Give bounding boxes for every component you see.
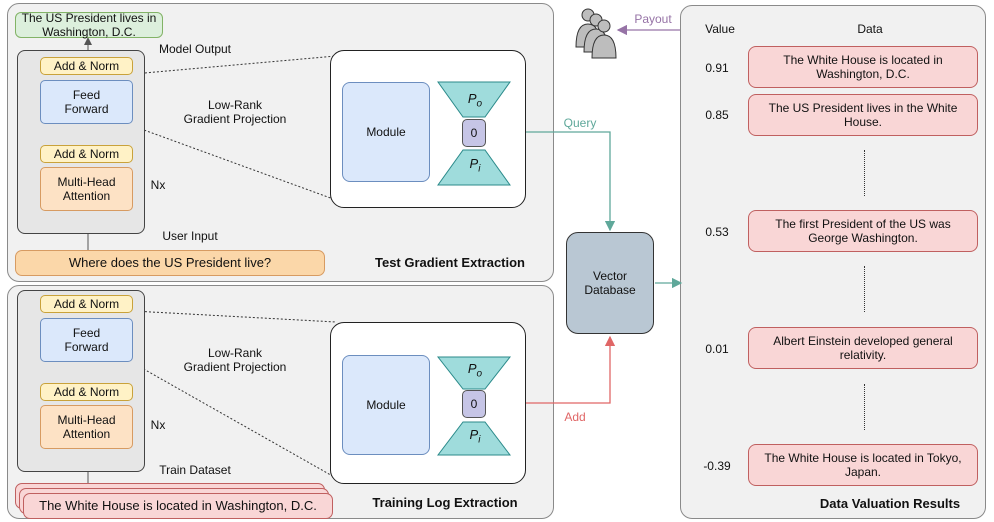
- train-dataset-label: Train Dataset: [159, 463, 231, 477]
- train-panel-title: Training Log Extraction: [372, 495, 518, 510]
- result-value: 0.53: [705, 225, 729, 239]
- test-po-label: Po: [467, 91, 483, 110]
- user-input-label: User Input: [162, 229, 218, 243]
- result-value: 0.01: [705, 342, 729, 356]
- data-header: Data: [857, 22, 883, 36]
- ellipsis-dots: [864, 150, 869, 196]
- train-projection-label: Low-Rank Gradient Projection: [183, 346, 287, 374]
- result-row: Albert Einstein developed general relati…: [748, 327, 978, 369]
- results-panel: [680, 5, 986, 519]
- train-po-label: Po: [467, 361, 483, 380]
- test-projection-label: Low-Rank Gradient Projection: [183, 98, 287, 126]
- test-attention: Multi-Head Attention: [40, 167, 133, 211]
- result-value: 0.85: [705, 108, 729, 122]
- query-label: Query: [563, 116, 597, 130]
- train-add-norm-bottom: Add & Norm: [40, 383, 133, 401]
- test-add-norm-top: Add & Norm: [40, 57, 133, 75]
- test-add-norm-bottom: Add & Norm: [40, 145, 133, 163]
- result-value: -0.39: [703, 459, 731, 473]
- train-nx-label: Nx: [150, 418, 166, 432]
- test-feed-forward: Feed Forward: [40, 80, 133, 124]
- result-row: The White House is located in Washington…: [748, 46, 978, 88]
- result-row: The White House is located in Tokyo, Jap…: [748, 444, 978, 486]
- test-panel-title: Test Gradient Extraction: [374, 255, 525, 270]
- payout-label: Payout: [634, 12, 672, 26]
- train-zero-box: 0: [462, 390, 486, 418]
- test-pi-label: Pi: [469, 156, 481, 175]
- vector-database: Vector Database: [566, 232, 654, 334]
- ellipsis-dots: [864, 266, 869, 312]
- result-row: The US President lives in the White Hous…: [748, 94, 978, 136]
- add-label: Add: [564, 410, 586, 424]
- results-panel-title: Data Valuation Results: [819, 496, 961, 511]
- user-input-box: Where does the US President live?: [15, 250, 325, 276]
- train-pi-label: Pi: [469, 427, 481, 446]
- train-dataset-box: The White House is located in Washington…: [23, 493, 333, 519]
- model-output-text: The US President lives in Washington, D.…: [21, 11, 157, 39]
- model-output-box: The US President lives in Washington, D.…: [15, 11, 163, 39]
- test-zero-box: 0: [462, 119, 486, 147]
- train-add-norm-top: Add & Norm: [40, 295, 133, 313]
- value-header: Value: [705, 22, 735, 36]
- train-attention: Multi-Head Attention: [40, 405, 133, 449]
- train-feed-forward: Feed Forward: [40, 318, 133, 362]
- test-nx-label: Nx: [150, 178, 166, 192]
- result-row: The first President of the US was George…: [748, 210, 978, 252]
- ellipsis-dots: [864, 384, 869, 430]
- result-value: 0.91: [705, 61, 729, 75]
- model-output-label: Model Output: [158, 42, 232, 56]
- test-module-box: Module: [342, 82, 430, 182]
- train-module-box: Module: [342, 355, 430, 455]
